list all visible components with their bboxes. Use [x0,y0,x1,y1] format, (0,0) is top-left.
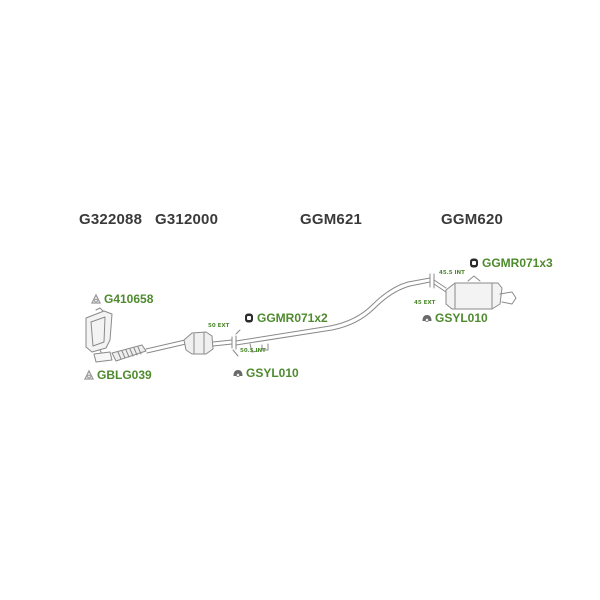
flex-pipe-drawing [111,331,233,362]
link-label: GGMR071x2 [257,311,328,325]
link-label: G410658 [104,292,154,306]
joint-front-drawing [231,329,241,357]
link-gasket-catalyst[interactable]: G410658 [90,292,153,306]
gasket-ring-icon [83,369,95,380]
dimension-label-50-ext: 50 EXT [208,323,230,329]
clamp-icon [245,313,253,323]
part-number-flex-pipe[interactable]: G312000 [155,211,219,228]
part-number-catalyst[interactable]: G322088 [79,211,143,228]
clamp-icon [470,258,478,268]
catalytic-converter-drawing [85,307,113,363]
link-label: GBLG039 [97,368,152,382]
link-label: GSYL010 [435,311,488,325]
link-gasket-flex[interactable]: GBLG039 [83,368,152,382]
link-label: GSYL010 [246,366,299,380]
link-hanger-rear[interactable]: GSYL010 [421,311,488,325]
middle-pipe-drawing [235,277,431,353]
joint-rear-drawing [429,273,447,293]
gasket-ring-icon [90,293,102,304]
link-clamp-middle[interactable]: GGMR071x2 [243,311,328,325]
link-clamp-rear[interactable]: GGMR071x3 [468,256,553,270]
dimension-label-45-ext: 45 EXT [414,300,436,306]
link-hanger-middle[interactable]: GSYL010 [232,366,299,380]
part-number-middle-pipe[interactable]: GGM621 [300,211,363,228]
part-number-rear-silencer[interactable]: GGM620 [441,211,504,228]
rubber-hanger-icon [422,315,432,322]
link-label: GGMR071x3 [482,256,553,270]
rear-silencer-drawing [445,275,517,310]
rubber-hanger-icon [233,370,243,377]
dimension-label-50-5-int: 50.5 INT [240,348,266,354]
dimension-label-45-5-int: 45.5 INT [439,270,465,276]
